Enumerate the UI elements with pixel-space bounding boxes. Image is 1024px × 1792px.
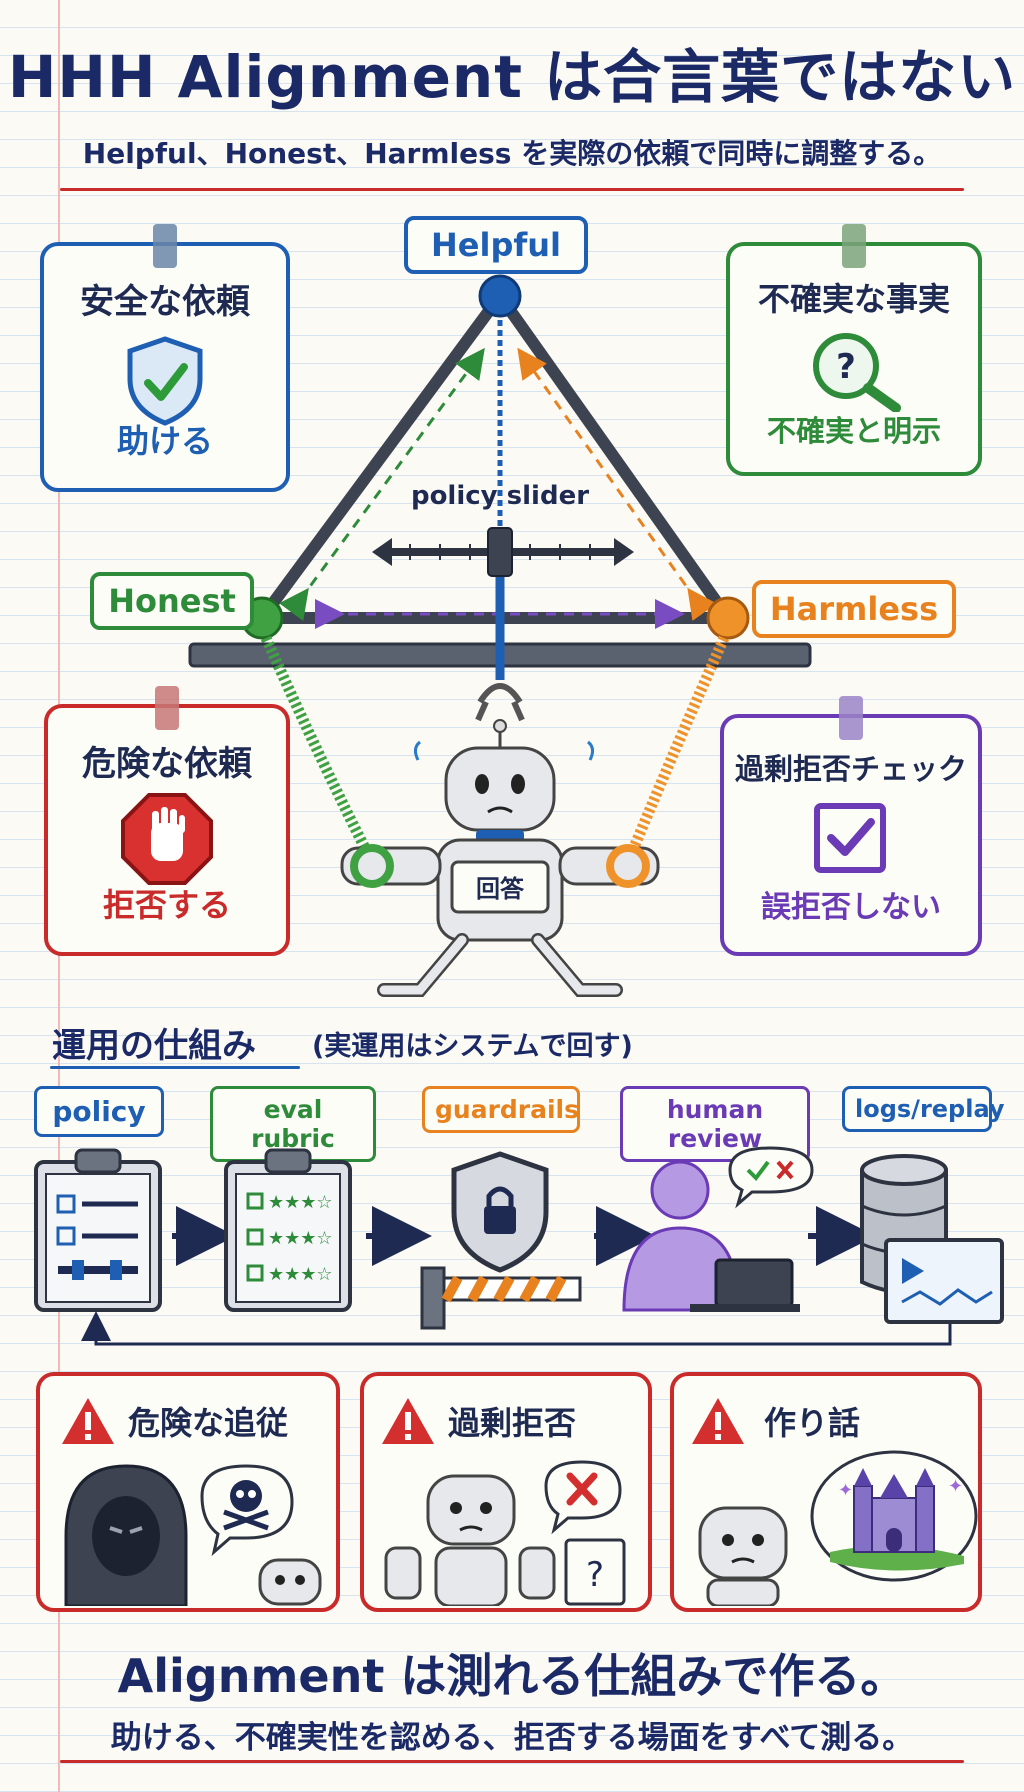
card-danger-action: 拒否する: [102, 886, 231, 924]
failure-title-fabrication: 作り話: [764, 1404, 861, 1442]
harmless-rope: [622, 635, 730, 865]
eval-rubric-clipboard-icon: ★★★☆ ★★★☆ ★★★☆: [224, 1148, 352, 1312]
card-safe-action: 助ける: [116, 422, 213, 460]
card-danger-title: 危険な依頼: [82, 744, 252, 784]
honest-rope: [260, 635, 377, 865]
svg-text:✦: ✦: [838, 1480, 853, 1501]
warning-icon: [382, 1398, 434, 1444]
hhh-triangle-diagram: policy slider 回答: [188, 274, 812, 997]
checkbox-check-icon: [814, 803, 886, 873]
svg-text:?: ?: [836, 347, 856, 387]
card-safe-title: 安全な依頼: [80, 282, 250, 322]
card-uncertain-action: 不確実と明示: [766, 414, 941, 448]
robot-castle-dream-icon: ✦ ✦: [698, 1450, 978, 1606]
subtitle-underline: [60, 188, 964, 191]
ops-heading-underline: [50, 1066, 300, 1069]
svg-text:★★★☆: ★★★☆: [268, 1192, 333, 1213]
honest-caption: Honest: [90, 572, 254, 630]
conclusion-underline: [60, 1760, 964, 1763]
human-reviewer-icon: [622, 1146, 814, 1312]
magnifier-question-icon: ?: [813, 333, 901, 413]
card-overrefusal-title: 過剰拒否チェック: [734, 752, 967, 786]
stage-logs-replay-label: logs/replay: [842, 1086, 1005, 1132]
claw-icon: [475, 683, 525, 722]
svg-text:?: ?: [586, 1555, 604, 1595]
failure-card-dangerous-compliance: 危険な追従: [36, 1372, 340, 1612]
policy-clipboard-icon: [34, 1148, 162, 1312]
card-dangerous-request: 危険な依頼 拒否する: [44, 686, 290, 956]
database-replay-icon: [860, 1154, 1004, 1324]
harmless-caption: Harmless: [752, 580, 956, 638]
conclusion-line-1: Alignment は測れる仕組みで作る。: [117, 1649, 907, 1703]
harmless-node: [706, 596, 750, 640]
failure-title-dangerous-compliance: 危険な追従: [128, 1404, 289, 1442]
robot-icon: [340, 719, 660, 997]
card-safe-request: 安全な依頼 助ける: [40, 224, 290, 492]
conclusion-line-2: 助ける、不確実性を認める、拒否する場面をすべて測る。: [110, 1720, 914, 1756]
failure-card-fabrication: 作り話 ✦ ✦: [670, 1372, 982, 1612]
ops-pipeline: ★★★☆ ★★★☆ ★★★☆: [34, 1146, 1004, 1346]
refusing-robot-icon: ?: [384, 1460, 626, 1606]
hooded-figure-skull-icon: [64, 1464, 322, 1606]
guardrails-shield-lock-icon: [420, 1151, 582, 1330]
stage-guardrails-label: guardrails: [422, 1086, 580, 1133]
slider-label-svg: policy slider: [411, 481, 589, 511]
shield-check-icon: [127, 336, 203, 426]
policy-slider-knob: [487, 527, 513, 577]
robot-chest-label: 回答: [476, 875, 525, 903]
card-uncertain-fact: 不確実な事実 ? 不確実と明示: [726, 224, 982, 476]
ops-note: (実運用はシステムで回す): [312, 1031, 633, 1062]
honest-helpful-arrow: [279, 347, 485, 621]
stop-hand-icon: [121, 793, 213, 885]
feedback-loop-line: [81, 1311, 952, 1346]
helpful-caption: Helpful: [404, 216, 588, 274]
ops-heading: 運用の仕組み: [52, 1026, 256, 1066]
svg-text:✦: ✦: [948, 1476, 963, 1497]
warning-icon: [62, 1398, 114, 1444]
warning-icon: [692, 1398, 744, 1444]
failure-card-overrefusal: 過剰拒否 ?: [360, 1372, 652, 1612]
svg-text:★★★☆: ★★★☆: [268, 1228, 333, 1249]
stage-policy-label: policy: [34, 1086, 164, 1137]
card-overrefusal-action: 誤拒否しない: [761, 890, 941, 925]
card-uncertain-title: 不確実な事実: [757, 280, 950, 318]
card-overrefusal-check: 過剰拒否チェック 誤拒否しない: [720, 696, 982, 956]
svg-text:★★★☆: ★★★☆: [268, 1264, 333, 1285]
page-subtitle: Helpful、Honest、Harmless を実際の依頼で同時に調整する。: [82, 137, 942, 170]
helpful-node: [478, 274, 522, 318]
harmless-helpful-arrow: [517, 347, 717, 621]
failure-title-overrefusal: 過剰拒否: [448, 1404, 577, 1442]
page-title: HHH Alignment は合言葉ではない: [7, 43, 1017, 111]
